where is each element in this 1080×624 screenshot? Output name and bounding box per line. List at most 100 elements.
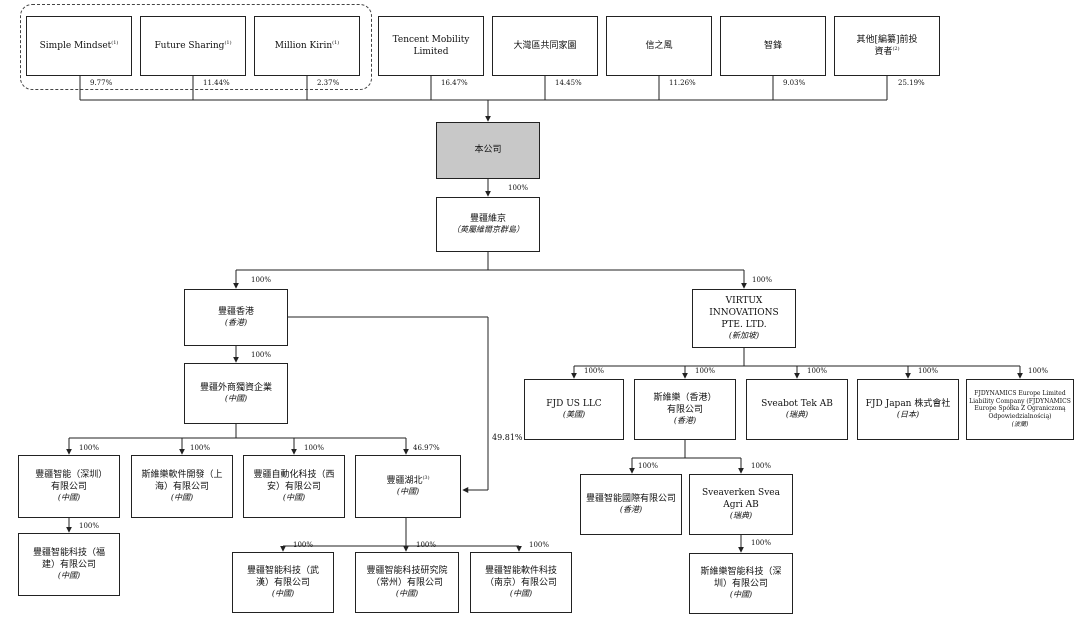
ownership-percent: 100% xyxy=(304,444,325,452)
shareholding-percent: 11.44% xyxy=(203,79,230,87)
shareholder-box: Million Kirin(1) xyxy=(254,16,360,76)
shareholder-box: Tencent Mobility Limited xyxy=(378,16,484,76)
shareholder-label: Tencent Mobility Limited xyxy=(392,34,470,57)
svea-agri-entity-box: Sveaverken Svea Agri AB (瑞典) xyxy=(689,474,793,535)
footnote-marker: (1) xyxy=(332,39,340,46)
entity-label: 豐疆智能科技（福建）有限公司 xyxy=(32,547,105,571)
subsidiary-box: 豐疆智能國際有限公司 (香港) xyxy=(580,474,682,535)
jurisdiction-label: (中國) xyxy=(395,589,419,599)
subsidiary-box: FJD US LLC (美國) xyxy=(524,379,624,440)
ownership-percent: 100% xyxy=(695,367,716,375)
entity-label: 斯維樂（香港）有限公司 xyxy=(653,392,717,416)
jurisdiction-label: (中國) xyxy=(224,394,248,404)
wfoe-entity-box: 豐疆外商獨資企業 (中國) xyxy=(184,363,288,424)
ownership-percent: 100% xyxy=(1028,367,1049,375)
ownership-percent: 100% xyxy=(752,276,773,284)
jurisdiction-label: (中國) xyxy=(57,493,81,503)
entity-label: 豐疆智能科技研究院（常州）有限公司 xyxy=(366,565,448,589)
entity-label: 斯維樂軟件開發（上海）有限公司 xyxy=(141,469,223,493)
shareholding-percent: 14.45% xyxy=(555,79,582,87)
subsidiary-box: FJD Japan 株式會社 (日本) xyxy=(857,379,959,440)
subsidiary-box: 豐疆智能（深圳）有限公司 (中國) xyxy=(18,455,120,518)
subsidiary-box: FJDYNAMICS Europe Limited Liability Comp… xyxy=(966,379,1074,440)
subsidiary-box: Sveabot Tek AB (瑞典) xyxy=(746,379,848,440)
ownership-percent: 49.81% xyxy=(492,433,523,442)
virtux-entity-box: VIRTUX INNOVATIONS PTE. LTD. (新加坡) xyxy=(692,289,796,348)
ownership-percent: 100% xyxy=(508,184,529,192)
entity-label: FJDYNAMICS Europe Limited Liability Comp… xyxy=(969,389,1071,421)
ownership-percent: 100% xyxy=(190,444,211,452)
jurisdiction-label: (美國) xyxy=(562,410,586,420)
footnote-marker: (2) xyxy=(892,46,900,52)
shareholder-box: Simple Mindset(1) xyxy=(26,16,132,76)
ownership-percent: 100% xyxy=(251,276,272,284)
jurisdiction-label: (中國) xyxy=(57,571,81,581)
jurisdiction-label: (中國) xyxy=(282,493,306,503)
ownership-percent: 100% xyxy=(251,351,272,359)
shareholder-box: 智鋒 xyxy=(720,16,826,76)
subsidiary-box: 豐疆智能軟件科技（南京）有限公司 (中國) xyxy=(470,552,572,613)
entity-label: 斯維樂智能科技（深圳）有限公司 xyxy=(700,566,782,590)
svela-hk-entity-box: 斯維樂（香港）有限公司 (香港) xyxy=(634,379,736,440)
entity-label: 豐疆智能（深圳）有限公司 xyxy=(35,469,103,493)
shareholder-label: 其他[編纂]前投資者 xyxy=(856,34,918,57)
shareholder-box: 信之風 xyxy=(606,16,712,76)
entity-label: 豐疆自動化科技（西安）有限公司 xyxy=(253,469,335,493)
footnote-marker: (3) xyxy=(422,475,430,482)
entity-label: 豐疆智能科技（武漢）有限公司 xyxy=(246,565,319,589)
shareholding-percent: 25.19% xyxy=(898,79,925,87)
hubei-entity-box: 豐疆湖北(3) (中國) xyxy=(355,455,461,518)
footnote-marker: (1) xyxy=(111,39,119,46)
shareholder-box: Future Sharing(1) xyxy=(140,16,246,76)
subsidiary-box: 豐疆智能科技研究院（常州）有限公司 (中國) xyxy=(355,552,459,613)
jurisdiction-label: （英屬維爾京群島） xyxy=(452,225,524,235)
company-box: 本公司 xyxy=(436,122,540,179)
shareholding-percent: 9.03% xyxy=(783,79,806,87)
entity-label: 豐疆智能軟件科技（南京）有限公司 xyxy=(484,565,557,589)
shareholder-label: Future Sharing xyxy=(154,40,225,51)
jurisdiction-label: (日本) xyxy=(896,410,920,420)
shareholder-label: Simple Mindset xyxy=(39,40,112,51)
jurisdiction-label: (香港) xyxy=(224,318,248,328)
subsidiary-box: 斯維樂智能科技（深圳）有限公司 (中國) xyxy=(689,553,793,614)
jurisdiction-label: (中國) xyxy=(509,589,533,599)
shareholder-box: 大灣區共同家園 xyxy=(492,16,598,76)
jurisdiction-label: (中國) xyxy=(396,487,420,497)
jurisdiction-label: (香港) xyxy=(619,505,643,515)
subsidiary-box: 豐疆智能科技（武漢）有限公司 (中國) xyxy=(232,552,334,613)
shareholding-percent: 9.77% xyxy=(90,79,113,87)
subsidiary-box: 豐疆智能科技（福建）有限公司 (中國) xyxy=(18,533,120,596)
bvi-entity-box: 豐疆維京 （英屬維爾京群島） xyxy=(436,197,540,252)
jurisdiction-label: (中國) xyxy=(271,589,295,599)
hk-entity-box: 豐疆香港 (香港) xyxy=(184,289,288,346)
ownership-percent: 100% xyxy=(751,539,772,547)
ownership-percent: 100% xyxy=(79,522,100,530)
ownership-percent: 100% xyxy=(293,541,314,549)
entity-label: FJD Japan 株式會社 xyxy=(865,399,951,410)
entity-label: 豐疆維京 xyxy=(469,214,506,225)
entity-label: FJD US LLC xyxy=(546,399,602,410)
jurisdiction-label: (瑞典) xyxy=(785,410,809,420)
entity-label: VIRTUX INNOVATIONS PTE. LTD. xyxy=(709,295,779,331)
ownership-percent: 100% xyxy=(918,367,939,375)
shareholder-box: 其他[編纂]前投資者(2) xyxy=(834,16,940,76)
subsidiary-box: 斯維樂軟件開發（上海）有限公司 (中國) xyxy=(131,455,233,518)
shareholder-label: 信之風 xyxy=(645,40,673,51)
ownership-percent: 100% xyxy=(79,444,100,452)
shareholding-percent: 11.26% xyxy=(669,79,696,87)
jurisdiction-label: (瑞典) xyxy=(729,511,753,521)
jurisdiction-label: (中國) xyxy=(170,493,194,503)
entity-label: 豐疆湖北 xyxy=(386,476,423,487)
entity-label: 豐疆香港 xyxy=(217,307,254,318)
ownership-percent: 100% xyxy=(751,462,772,470)
jurisdiction-label: (中國) xyxy=(729,590,753,600)
ownership-percent: 46.97% xyxy=(413,444,440,452)
entity-label: 豐疆外商獨資企業 xyxy=(199,383,272,394)
company-label: 本公司 xyxy=(474,145,502,156)
ownership-percent: 100% xyxy=(529,541,550,549)
entity-label: 豐疆智能國際有限公司 xyxy=(585,494,676,505)
jurisdiction-label: (新加坡) xyxy=(728,331,760,341)
jurisdiction-label: (香港) xyxy=(673,416,697,426)
entity-label: Sveaverken Svea Agri AB xyxy=(701,487,781,511)
